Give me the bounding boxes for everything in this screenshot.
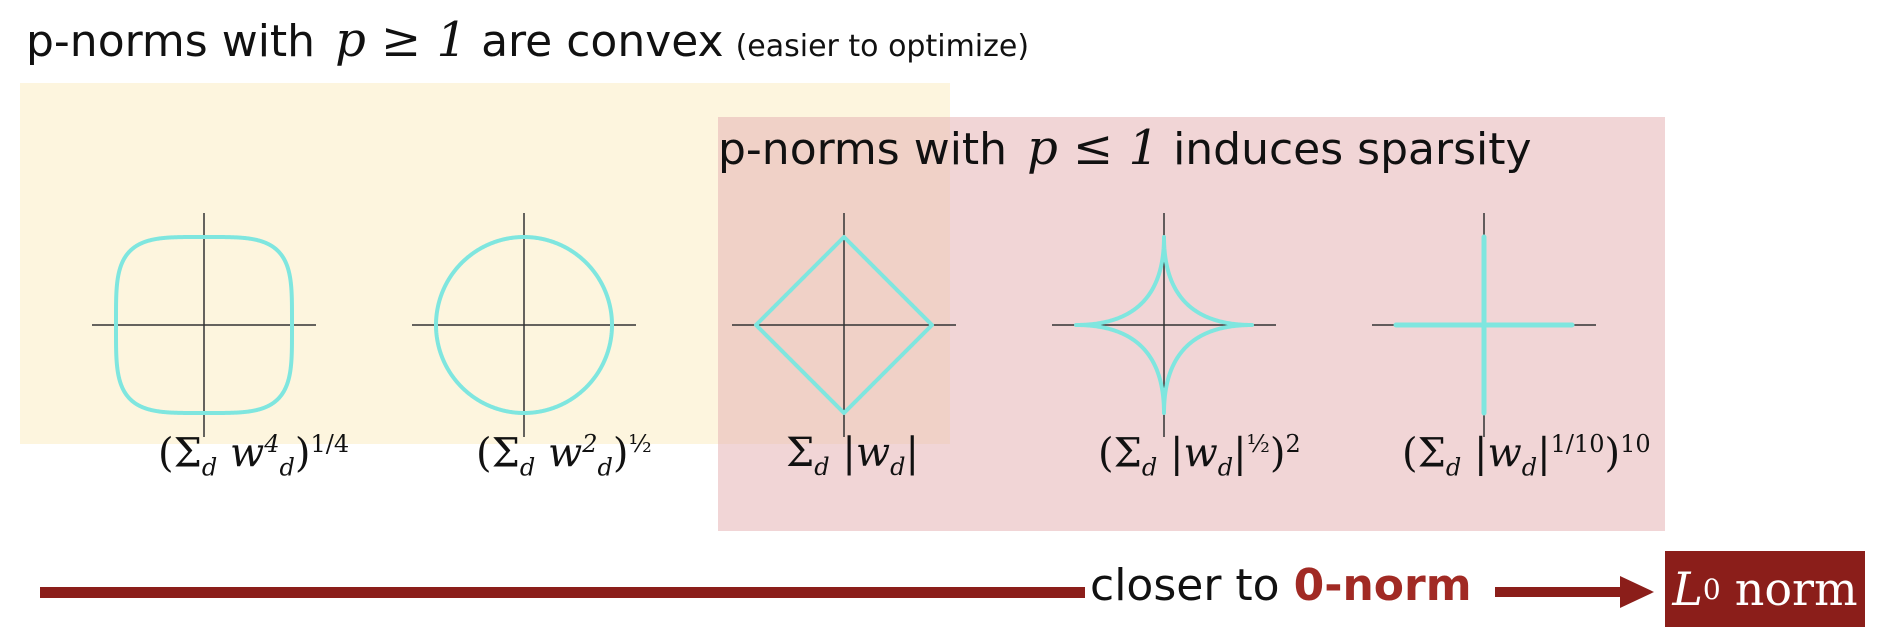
arrow-head-icon [1620, 576, 1654, 608]
formula-p1: Σd |wd| [786, 430, 919, 481]
sparsity-title-math: p ≤ 1 [1027, 120, 1160, 176]
progress-arrow-line [40, 587, 1085, 598]
unit-ball-p2 [412, 213, 636, 437]
arrow-shaft [1495, 587, 1625, 597]
formula-p-tenth: (Σd |wd|1/10)10 [1402, 430, 1651, 482]
formula-p4: (Σd w4d)1/4 [158, 430, 350, 482]
formula-p-half: (Σd |wd|½)2 [1098, 430, 1301, 482]
unit-ball-p4 [92, 213, 316, 437]
norm-curve-p2 [434, 235, 614, 415]
sparsity-title-prefix: p-norms with [718, 124, 1008, 175]
sparsity-title-suffix: induces sparsity [1173, 124, 1532, 175]
sparsity-title: p-norms with p ≤ 1 induces sparsity [718, 120, 1532, 176]
norm-curve-p-tenth [1393, 234, 1575, 416]
unit-ball-p-half [1052, 213, 1276, 437]
convex-title-suffix: are convex [481, 16, 724, 67]
convex-title-note: (easier to optimize) [735, 29, 1030, 64]
norm-curve-p4 [114, 235, 294, 415]
arrow-label-bold: 0-norm [1293, 560, 1472, 611]
norm-curve-p-half [1074, 235, 1254, 415]
convex-title-prefix: p-norms with [26, 16, 316, 67]
arrow-label: closer to 0-norm [1090, 560, 1472, 611]
norm-curve-p1 [754, 235, 934, 415]
convex-title-math: p ≥ 1 [335, 12, 468, 68]
convex-title: p-norms with p ≥ 1 are convex (easier to… [26, 12, 1029, 68]
unit-ball-p-tenth [1372, 213, 1596, 437]
formula-p2: (Σd w2d)½ [476, 430, 652, 482]
unit-ball-p1 [732, 213, 956, 437]
